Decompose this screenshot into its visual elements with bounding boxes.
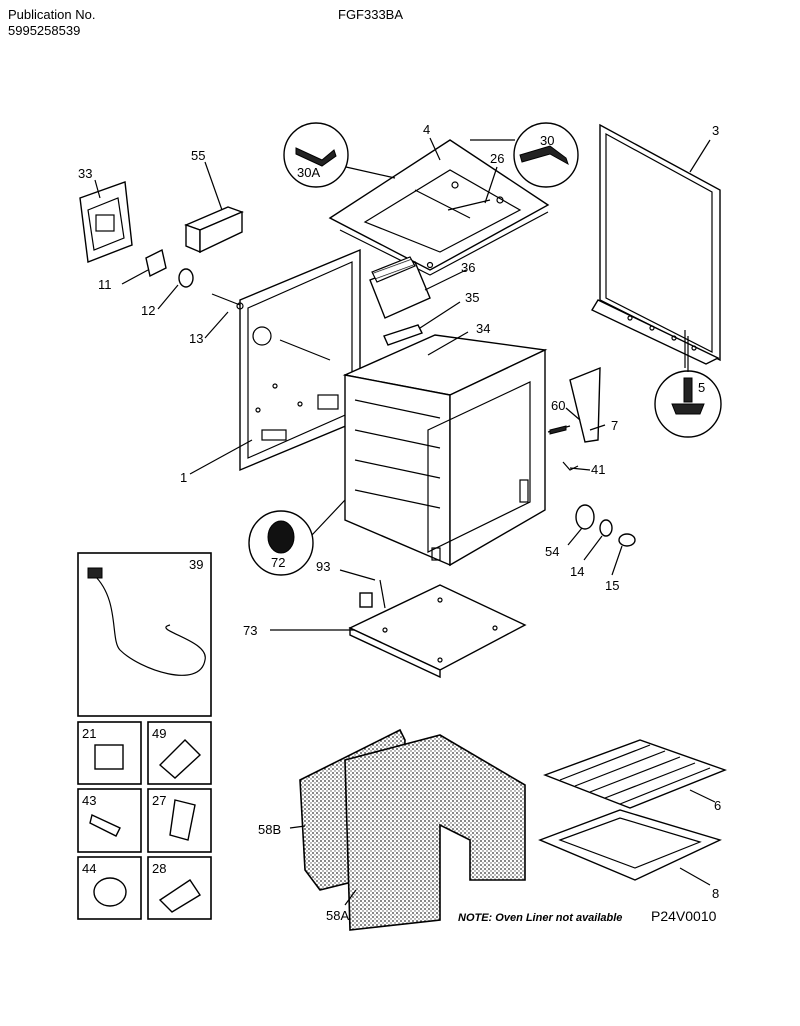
callout-41: 41: [591, 462, 605, 477]
callout-60: 60: [551, 398, 565, 413]
inset-box-43: [77, 788, 142, 853]
parts-54-14-15: [575, 504, 636, 547]
parts-60-7-41: [547, 366, 601, 471]
callout-39: 39: [189, 557, 203, 572]
callout-4: 4: [423, 122, 430, 137]
side-panel-right: [591, 123, 721, 368]
back-panel: [239, 248, 361, 472]
callout-36: 36: [461, 260, 475, 275]
callout-1: 1: [180, 470, 187, 485]
callout-27: 27: [152, 793, 166, 808]
callout-93: 93: [316, 559, 330, 574]
callout-30a: 30A: [297, 165, 320, 180]
leader-lines: [94, 137, 716, 906]
callout-54: 54: [545, 544, 559, 559]
callout-43: 43: [82, 793, 96, 808]
part-33-bracket: [79, 181, 133, 263]
model-number: FGF333BA: [338, 7, 404, 22]
callout-58b: 58B: [258, 822, 281, 837]
oven-liner-note: NOTE: Oven Liner not available: [458, 912, 622, 924]
callout-5: 5: [698, 380, 705, 395]
callout-21: 21: [82, 726, 96, 741]
broil-pan-8: [538, 809, 722, 881]
callout-circle-30a: [283, 122, 396, 188]
callout-circle-30: [470, 122, 579, 188]
cooktop-burner-box: [328, 139, 550, 276]
inset-box-39: [77, 552, 212, 717]
oven-cavity: [342, 334, 548, 567]
publication-label: Publication No.: [8, 7, 96, 22]
small-parts-11-12-13: [145, 248, 244, 310]
callout-33: 33: [78, 166, 92, 181]
callout-13: 13: [189, 331, 203, 346]
callout-34: 34: [476, 321, 490, 336]
callout-11: 11: [98, 277, 112, 292]
callout-35: 35: [465, 290, 479, 305]
callout-14: 14: [570, 564, 584, 579]
callout-7: 7: [611, 418, 618, 433]
part-93-switch: [359, 579, 386, 609]
callout-8: 8: [712, 886, 719, 901]
callout-30: 30: [540, 133, 554, 148]
callout-49: 49: [152, 726, 166, 741]
callout-44: 44: [82, 861, 96, 876]
callout-6: 6: [714, 798, 721, 813]
callout-15: 15: [605, 578, 619, 593]
oven-rack-6: [543, 739, 727, 809]
part-73-pan: [348, 584, 527, 679]
callout-3: 3: [712, 123, 719, 138]
diagram-code: P24V0010: [651, 908, 717, 924]
callout-circle-72: [248, 499, 346, 576]
insulation-58a: [344, 734, 526, 931]
callout-73: 73: [243, 623, 257, 638]
callout-55: 55: [191, 148, 205, 163]
callout-12: 12: [141, 303, 155, 318]
publication-number: 5995258539: [8, 23, 81, 38]
power-cord-icon: [93, 574, 206, 676]
callout-72: 72: [271, 555, 285, 570]
callout-28: 28: [152, 861, 166, 876]
callout-26: 26: [490, 151, 504, 166]
leveling-leg-callout: [654, 370, 722, 438]
callout-58a: 58A: [326, 908, 349, 923]
part-55-block: [184, 206, 244, 254]
